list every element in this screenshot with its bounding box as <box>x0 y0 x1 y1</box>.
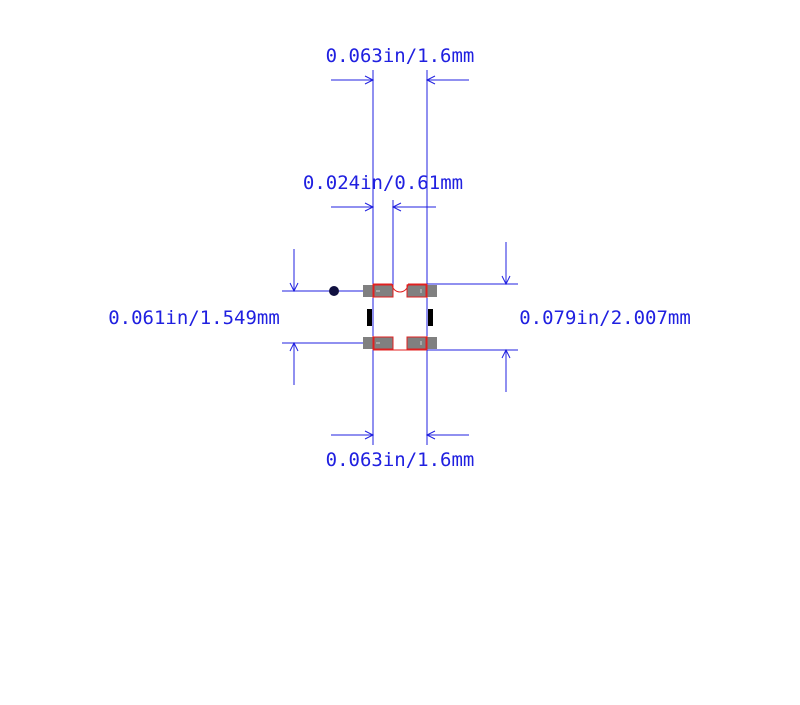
pad-top-right <box>407 285 437 297</box>
pad-gap-label: 0.024in/0.61mm <box>303 172 463 194</box>
left-height-label: 0.061in/1.549mm <box>108 307 280 329</box>
right-height-dimension <box>427 242 518 392</box>
pads <box>363 285 437 349</box>
top-width-dimension <box>331 70 469 445</box>
left-silk-marker <box>367 309 372 326</box>
bottom-width-label: 0.063in/1.6mm <box>326 449 475 471</box>
pad-bottom-right <box>407 337 437 349</box>
component-outline <box>372 283 428 351</box>
right-silk-marker <box>428 309 433 326</box>
bottom-width-dimension <box>331 430 469 440</box>
pad-gap-dimension <box>331 200 436 292</box>
left-height-dimension <box>282 249 373 385</box>
top-width-label: 0.063in/1.6mm <box>326 45 475 67</box>
pin1-dot <box>329 286 339 296</box>
right-height-label: 0.079in/2.007mm <box>519 307 691 329</box>
